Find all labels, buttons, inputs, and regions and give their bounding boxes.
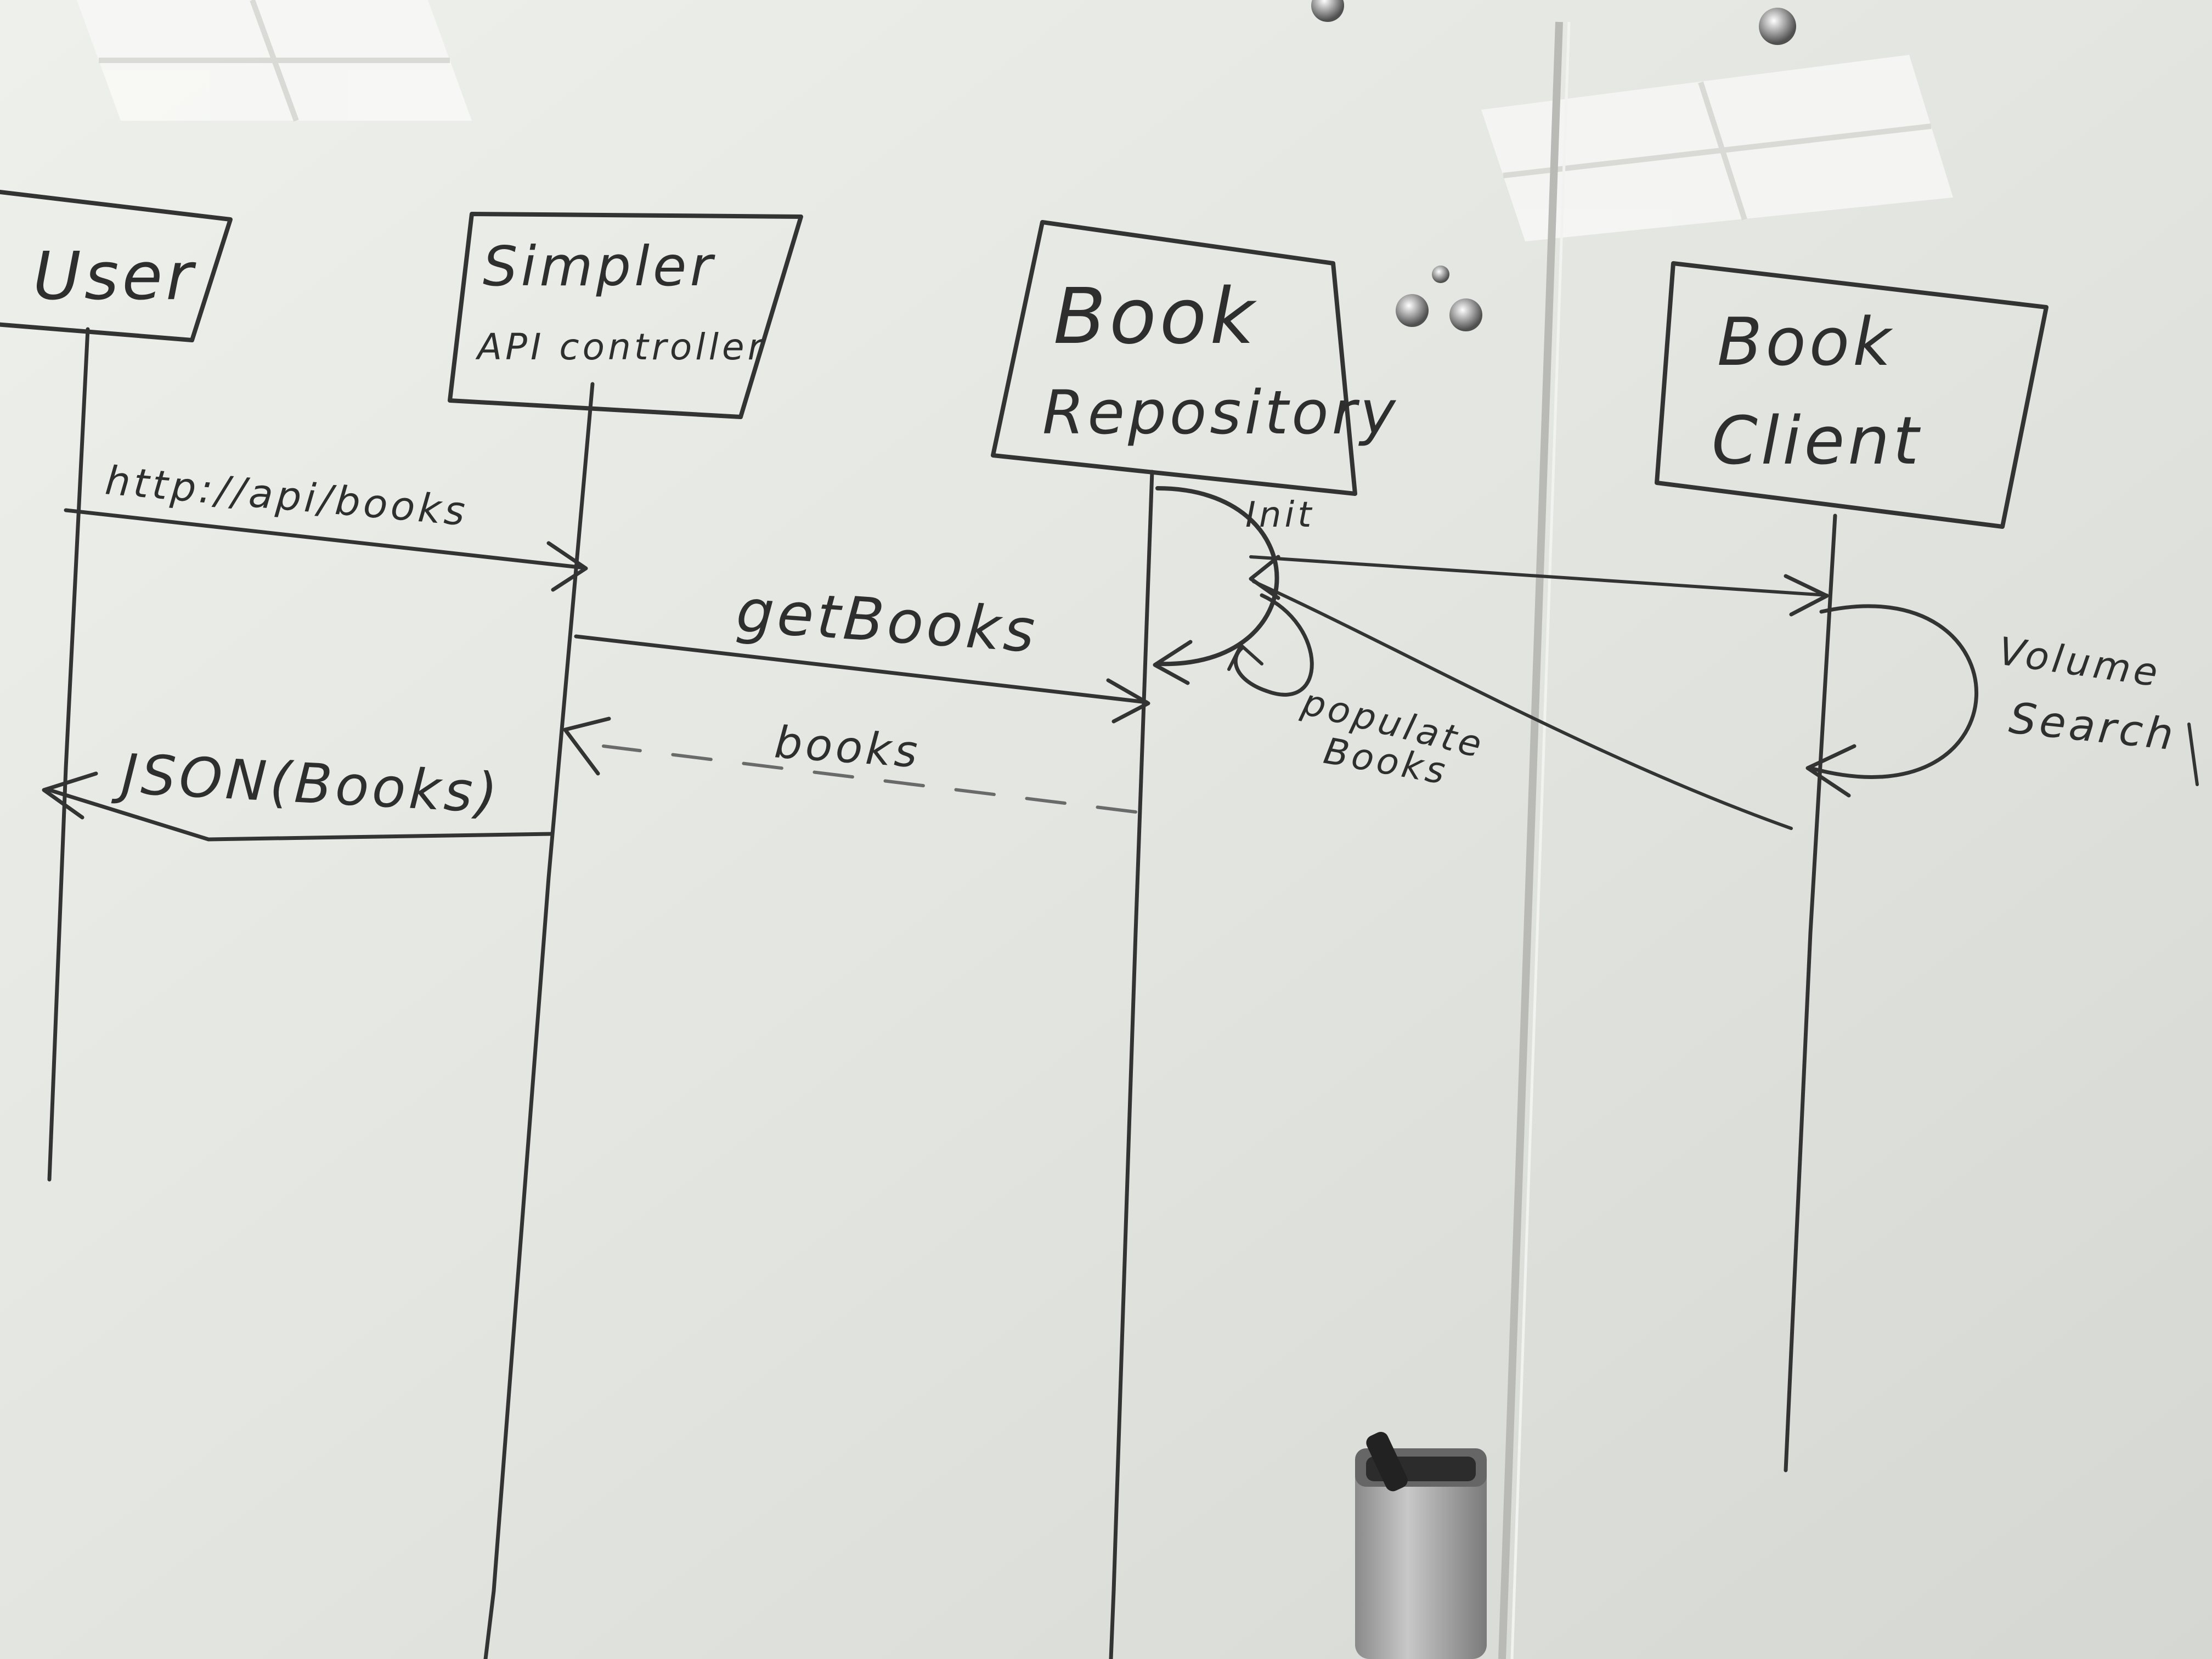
standoff-bolt-left [1311,0,1344,22]
controller-lifeline [483,382,595,1659]
client-lifeline [1784,514,1837,1472]
user-box [0,190,233,342]
message-books-return: books [563,716,1137,814]
controller-box [448,212,803,419]
glass-panel-seam [1498,21,1563,1659]
message-repo-client [1249,555,1829,830]
participant-boxes [0,190,2049,529]
repository-label-line2: Repository [1042,377,1399,448]
marker-holder [1355,1431,1487,1659]
client-label-line2: Client [1712,403,1922,479]
controller-label-line2: API controller [475,326,766,368]
controller-label-line1: Simpler [483,234,716,298]
repository-label-line1: Book [1053,272,1257,362]
message-init-label: Init [1245,495,1314,535]
user-label: User [33,239,196,315]
message-init: Init [1153,486,1314,685]
repository-box [991,220,1357,496]
light-reflections [77,0,1953,241]
client-box [1655,261,2049,529]
magnet-cluster [1396,266,1482,331]
user-lifeline [47,327,90,1182]
standoff-bolt-right [1759,8,1796,45]
message-books-return-label: books [773,716,923,777]
client-label-line1: Book [1717,304,1894,381]
marker-cap [1366,1431,1408,1492]
